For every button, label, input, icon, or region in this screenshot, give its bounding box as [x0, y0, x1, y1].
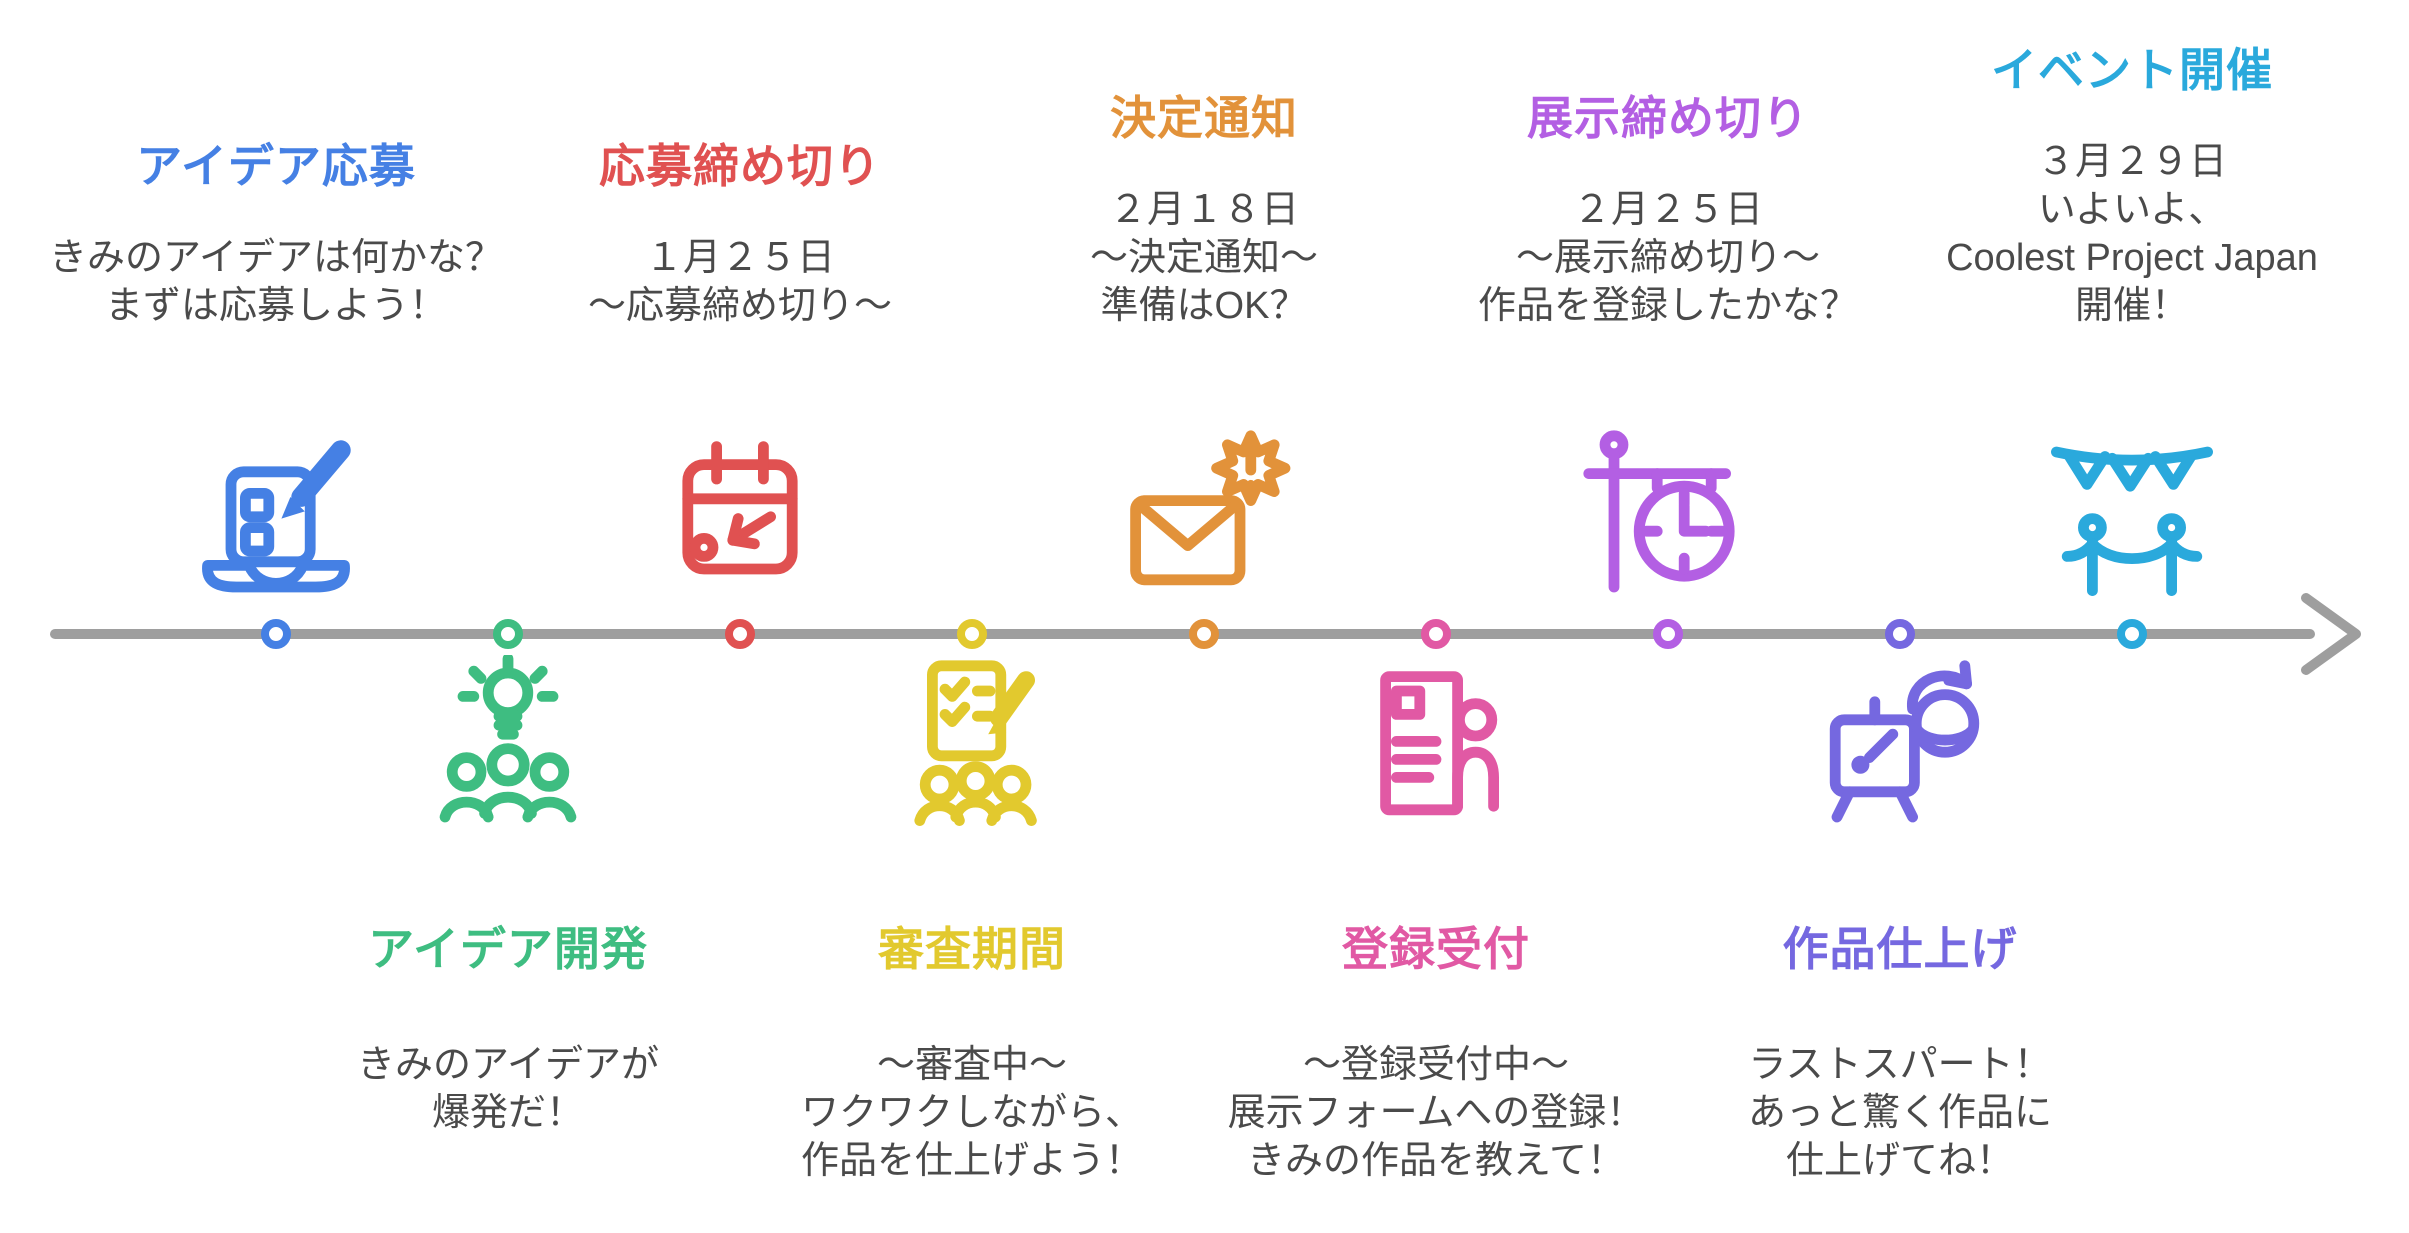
timeline-node	[261, 619, 291, 649]
hanging-clock-icon	[1578, 425, 1758, 605]
stage-title: 展示締め切り	[1527, 92, 1809, 144]
timeline-node	[2117, 619, 2147, 649]
stage-exhibit-deadline: 展示締め切り ２月２５日 ～展示締め切り～ 作品を登録したかな？	[1438, 92, 1898, 330]
stage-title: イベント開催	[1991, 44, 2273, 96]
registration-form-icon	[1346, 655, 1526, 835]
lightbulb-team-icon	[418, 655, 598, 835]
stage-text: ワクワクしながら、	[800, 1092, 1143, 1134]
stage-text: 準備はOK？	[1100, 285, 1308, 327]
stage-title: 決定通知	[1110, 92, 1298, 144]
timeline-node	[1885, 619, 1915, 649]
stage-text: ラストスパート！	[1748, 1044, 2052, 1086]
stage-text: １月２５日	[644, 237, 835, 279]
stage-artwork-finishing: 作品仕上げ ラストスパート！ あっと驚く作品に 仕上げてね！	[1670, 923, 2130, 1185]
stage-text: ～応募締め切り～	[587, 285, 892, 327]
timeline-node	[725, 619, 755, 649]
timeline-arrowhead-icon	[2301, 593, 2361, 675]
review-checklist-icon	[882, 655, 1062, 835]
timeline-node	[957, 619, 987, 649]
stage-text: ～審査中～	[876, 1044, 1067, 1086]
timeline-node	[493, 619, 523, 649]
stage-text: きみのアイデアは何かな？	[48, 237, 504, 279]
stage-title: 応募締め切り	[599, 140, 881, 192]
mail-notification-icon	[1114, 425, 1294, 605]
stage-text: Coolest Project Japan	[1946, 237, 2318, 279]
stage-decision-notice: 決定通知 ２月１８日 ～決定通知～ 準備はOK？	[974, 92, 1434, 330]
stage-text: あっと驚く作品に	[1747, 1092, 2052, 1134]
stage-text: 仕上げてね！	[1785, 1140, 2014, 1182]
stage-text: きみのアイデアが	[356, 1044, 660, 1086]
stage-title: 作品仕上げ	[1782, 923, 2018, 975]
stage-text: 爆発だ！	[431, 1092, 584, 1134]
stage-text: ～登録受付中～	[1302, 1044, 1569, 1086]
timeline-node	[1653, 619, 1683, 649]
stage-text: いよいよ、	[2037, 189, 2227, 231]
stage-text: まずは応募しよう！	[104, 285, 447, 327]
stage-entry-deadline: 応募締め切り １月２５日 ～応募締め切り～	[510, 140, 970, 330]
stage-title: 登録受付	[1342, 923, 1530, 975]
stage-text: 展示フォームへの登録！	[1227, 1092, 1645, 1134]
stage-text: ２月１８日	[1108, 189, 1299, 231]
stage-text: ３月２９日	[2036, 141, 2227, 183]
stage-title: アイデア応募	[136, 140, 416, 192]
stage-text: ～展示締め切り～	[1515, 237, 1820, 279]
stage-idea-development: アイデア開発 きみのアイデアが 爆発だ！	[278, 923, 738, 1137]
stage-review-period: 審査期間 ～審査中～ ワクワクしながら、 作品を仕上げよう！	[742, 923, 1202, 1185]
stage-text: 開催！	[2074, 285, 2189, 327]
party-bunting-icon	[2042, 425, 2222, 605]
stage-registration: 登録受付 ～登録受付中～ 展示フォームへの登録！ きみの作品を教えて！	[1206, 923, 1666, 1185]
stage-text: きみの作品を教えて！	[1246, 1140, 1626, 1182]
stage-text: ～決定通知～	[1089, 237, 1318, 279]
stage-text: 作品を仕上げよう！	[800, 1140, 1143, 1182]
stage-title: アイデア開発	[368, 923, 648, 975]
stage-event-day: イベント開催 ３月２９日 いよいよ、 Coolest Project Japan…	[1902, 44, 2362, 330]
timeline-node	[1421, 619, 1451, 649]
easel-paint-icon	[1810, 655, 1990, 835]
calendar-deadline-icon	[650, 425, 830, 605]
stage-idea-entry: アイデア応募 きみのアイデアは何かな？ まずは応募しよう！	[46, 140, 506, 330]
stage-text: 作品を登録したかな？	[1477, 285, 1858, 327]
stage-text: ２月２５日	[1572, 189, 1763, 231]
laptop-pencil-icon	[186, 425, 366, 605]
timeline-node	[1189, 619, 1219, 649]
stage-title: 審査期間	[878, 923, 1066, 975]
